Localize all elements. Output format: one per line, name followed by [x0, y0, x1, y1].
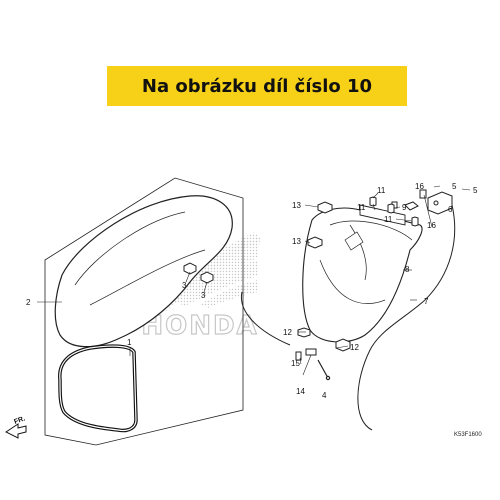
callout-3b: 3 — [201, 291, 206, 300]
seat-seal-part — [58, 344, 138, 433]
callout-5b: 5 — [473, 186, 478, 195]
callout-13a: 13 — [292, 201, 301, 210]
callout-7: 7 — [424, 297, 429, 306]
front-arrow-icon — [5, 423, 27, 439]
callout-15: 15 — [291, 359, 300, 368]
callout-1: 1 — [127, 338, 132, 347]
rubber-bumper-parts — [183, 262, 214, 284]
luggage-box-part — [302, 204, 423, 343]
callout-labels: 2 1 3 3 13 13 11 11 9 11 16 16 5 5 6 8 7… — [26, 182, 478, 400]
callout-5a: 5 — [452, 182, 457, 191]
callout-3a: 3 — [182, 281, 187, 290]
seat-lock-cable — [240, 204, 456, 431]
callout-16b: 16 — [427, 221, 436, 230]
seat-part — [54, 195, 233, 348]
seat-group-outline — [44, 177, 244, 446]
callout-9: 9 — [402, 203, 407, 212]
callout-8: 8 — [405, 265, 410, 274]
front-direction-indicator: FR. — [5, 415, 27, 439]
callout-11a: 11 — [377, 186, 386, 195]
callout-6: 6 — [448, 205, 453, 214]
callout-14: 14 — [296, 387, 305, 396]
callout-13b: 13 — [292, 237, 301, 246]
rod-part — [317, 359, 331, 381]
callout-12: 12 — [283, 328, 292, 337]
callout-4: 4 — [322, 391, 327, 400]
banner-text: Na obrázku díl číslo 10 — [141, 75, 373, 97]
callout-2: 2 — [26, 298, 31, 307]
callout-10: 12 — [350, 343, 359, 352]
part-number-banner: Na obrázku díl číslo 10 — [107, 66, 407, 106]
direction-label: FR. — [13, 415, 26, 425]
callout-16a: 16 — [415, 182, 424, 191]
callout-11b: 11 — [357, 203, 366, 212]
fasteners — [295, 189, 427, 361]
leader-lines — [37, 185, 471, 376]
callout-11c: 11 — [384, 215, 393, 224]
drawing-code: K53F1600 — [454, 432, 482, 438]
honda-watermark: HONDA — [141, 311, 258, 341]
